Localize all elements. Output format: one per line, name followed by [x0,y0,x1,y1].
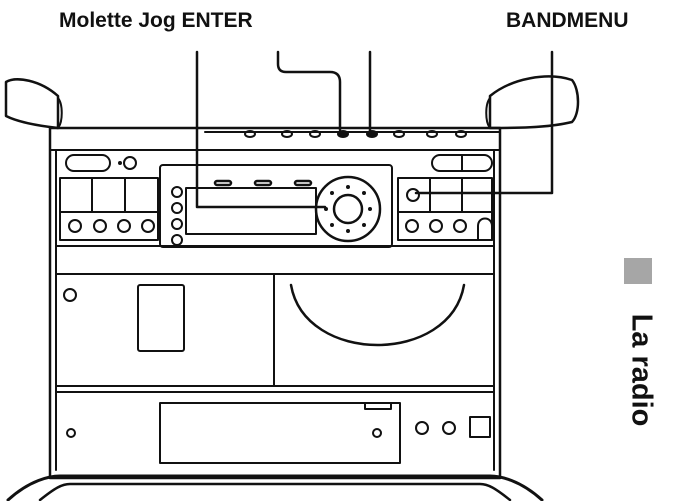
callout-jog-enter: Molette Jog ENTER [59,9,253,32]
bottom-drawer [159,402,401,464]
left-button-row [68,219,155,233]
jog-dial [314,175,382,243]
top-buttons [244,130,467,138]
section-tab [624,258,652,284]
cd-door [273,273,495,387]
cassette-door [55,273,275,387]
right-speaker [488,75,580,130]
right-button-row [405,219,467,233]
band-menu-button [406,188,420,202]
callout-lines [195,50,554,209]
display-side-buttons [171,186,183,246]
lcd-display [185,187,317,235]
callout-band-menu: BANDMENU [506,9,629,32]
left-speaker [4,78,60,130]
base [6,474,544,501]
